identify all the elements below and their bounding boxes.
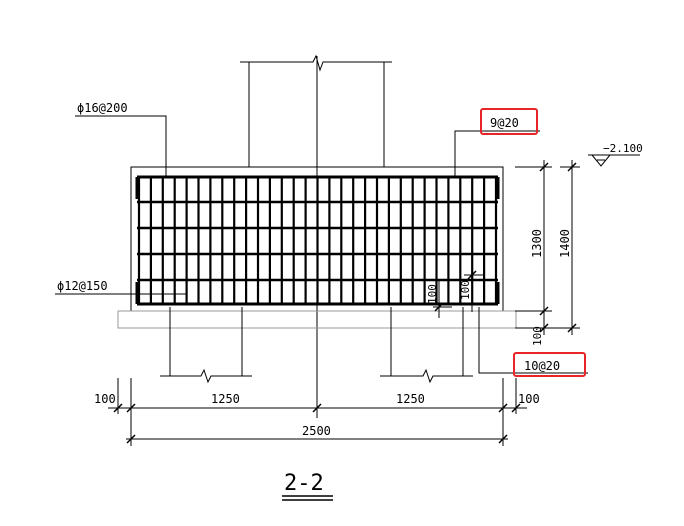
dim-1250-left: 1250 (211, 392, 240, 406)
dim-100-right-bottom: 100 (518, 392, 540, 406)
bottom-bars-count-label: 10@20 (524, 359, 560, 373)
pile-right (380, 307, 473, 384)
dim-1400: 1400 (558, 229, 572, 258)
leaders (55, 115, 640, 374)
dim-1250-right: 1250 (396, 392, 425, 406)
blinding-layer (117, 310, 517, 329)
highlight-box-bottom-bars (513, 352, 586, 377)
dim-1300: 1300 (530, 229, 544, 258)
dim-100-right: 100 (531, 326, 544, 346)
horizontal-dimensions (108, 378, 527, 446)
pile-left (160, 307, 252, 384)
vertical-dimensions (433, 160, 580, 335)
dim-100-inner-a: 100 (426, 284, 439, 304)
column (240, 54, 392, 167)
top-rebar-label: ϕ16@200 (77, 101, 128, 115)
side-rebar-label: ϕ12@150 (57, 279, 108, 293)
dim-100-inner-b: 100 (459, 280, 472, 300)
dim-100-left: 100 (94, 392, 116, 406)
dim-2500: 2500 (302, 424, 331, 438)
level-label: −2.100 (603, 142, 643, 155)
rebar-cage (135, 175, 500, 306)
highlight-box-top-bars (480, 108, 538, 135)
top-bars-count-label: 9@20 (490, 116, 519, 130)
section-title: 2-2 (284, 471, 324, 496)
